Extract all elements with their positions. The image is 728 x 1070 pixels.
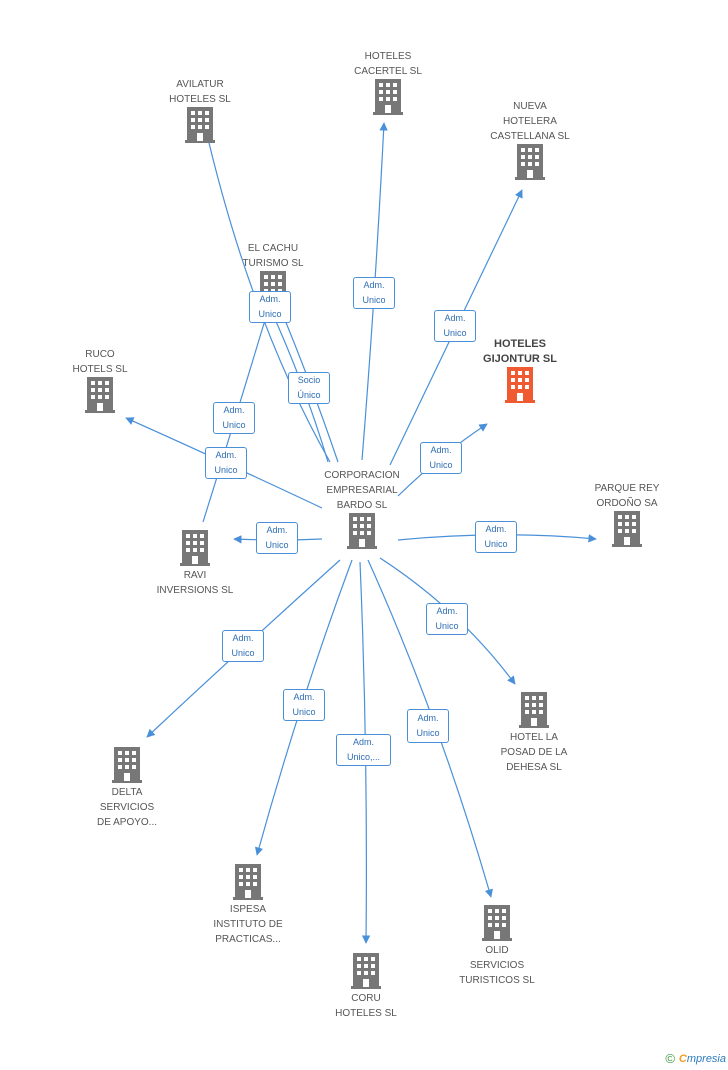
building-icon (233, 864, 263, 900)
node-parque-rey[interactable]: PARQUE REY ORDOÑO SA (575, 481, 679, 547)
edge-label-avilatur[interactable]: Adm. Unico (249, 291, 291, 323)
node-label: OLID SERVICIOS TURISTICOS SL (459, 945, 535, 986)
building-icon (85, 377, 115, 413)
node-label: AVILATUR HOTELES SL (169, 79, 231, 105)
node-label: RAVI INVERSIONS SL (156, 570, 234, 596)
node-label: CORU HOTELES SL (335, 993, 397, 1019)
building-icon (505, 367, 535, 403)
node-delta[interactable]: DELTA SERVICIOS DE APOYO... (75, 747, 179, 830)
edge-label-delta[interactable]: Adm. Unico (222, 630, 264, 662)
node-nueva-hotelera[interactable]: NUEVA HOTELERA CASTELLANA SL (478, 99, 582, 180)
building-icon (112, 747, 142, 783)
edge-label-olid[interactable]: Adm. Unico (407, 709, 449, 743)
building-icon (347, 513, 377, 549)
building-icon (482, 905, 512, 941)
edge-label-ruco[interactable]: Adm. Unico (205, 447, 247, 479)
brand-logo[interactable]: Cmpresia (678, 1052, 726, 1065)
edge-label-ispesa[interactable]: Adm. Unico (283, 689, 325, 721)
node-hoteles-cacertel[interactable]: HOTELES CACERTEL SL (336, 49, 440, 115)
building-icon (519, 692, 549, 728)
edge-label-ravi-cachu[interactable]: Adm. Unico (213, 402, 255, 434)
edge-label-ravi[interactable]: Adm. Unico (256, 522, 298, 554)
node-label: HOTELES GIJONTUR SL (483, 338, 557, 365)
node-ravi[interactable]: RAVI INVERSIONS SL (143, 530, 247, 598)
node-label: ISPESA INSTITUTO DE PRACTICAS... (213, 904, 283, 945)
node-label: RUCO HOTELS SL (72, 349, 128, 375)
node-avilatur[interactable]: AVILATUR HOTELES SL (148, 77, 252, 143)
node-ispesa[interactable]: ISPESA INSTITUTO DE PRACTICAS... (196, 864, 300, 947)
footer-brand: © Cmpresia (665, 1051, 726, 1066)
edge-label-nueva[interactable]: Adm. Unico (434, 310, 476, 342)
edge-label-cacertel[interactable]: Adm. Unico (353, 277, 395, 309)
node-label: HOTEL LA POSAD DE LA DEHESA SL (500, 732, 568, 773)
edge-label-posad[interactable]: Adm. Unico (426, 603, 468, 635)
node-olid[interactable]: OLID SERVICIOS TURISTICOS SL (445, 905, 549, 988)
node-label: EL CACHU TURISMO SL (242, 243, 304, 269)
node-coru[interactable]: CORU HOTELES SL (314, 953, 418, 1021)
edge-label-coru[interactable]: Adm. Unico,... (336, 734, 391, 766)
node-ruco[interactable]: RUCO HOTELS SL (48, 347, 152, 413)
building-icon (351, 953, 381, 989)
edge-label-cachu-socio[interactable]: Socio Único (288, 372, 330, 404)
building-icon (515, 144, 545, 180)
building-icon (373, 79, 403, 115)
node-label: PARQUE REY ORDOÑO SA (594, 483, 660, 509)
edge-label-gijontur[interactable]: Adm. Unico (420, 442, 462, 474)
node-label: DELTA SERVICIOS DE APOYO... (96, 787, 158, 828)
building-icon (185, 107, 215, 143)
copyright-icon: © (665, 1051, 675, 1066)
node-label: NUEVA HOTELERA CASTELLANA SL (490, 101, 570, 142)
building-icon (180, 530, 210, 566)
building-icon (612, 511, 642, 547)
node-label: CORPORACION EMPRESARIAL BARDO SL (324, 470, 400, 511)
node-label: HOTELES CACERTEL SL (354, 51, 422, 77)
node-hoteles-gijontur[interactable]: HOTELES GIJONTUR SL (468, 337, 572, 403)
node-hotel-la-posad[interactable]: HOTEL LA POSAD DE LA DEHESA SL (482, 692, 586, 775)
edge-label-parque[interactable]: Adm. Unico (475, 521, 517, 553)
node-center[interactable]: CORPORACION EMPRESARIAL BARDO SL (310, 468, 414, 549)
